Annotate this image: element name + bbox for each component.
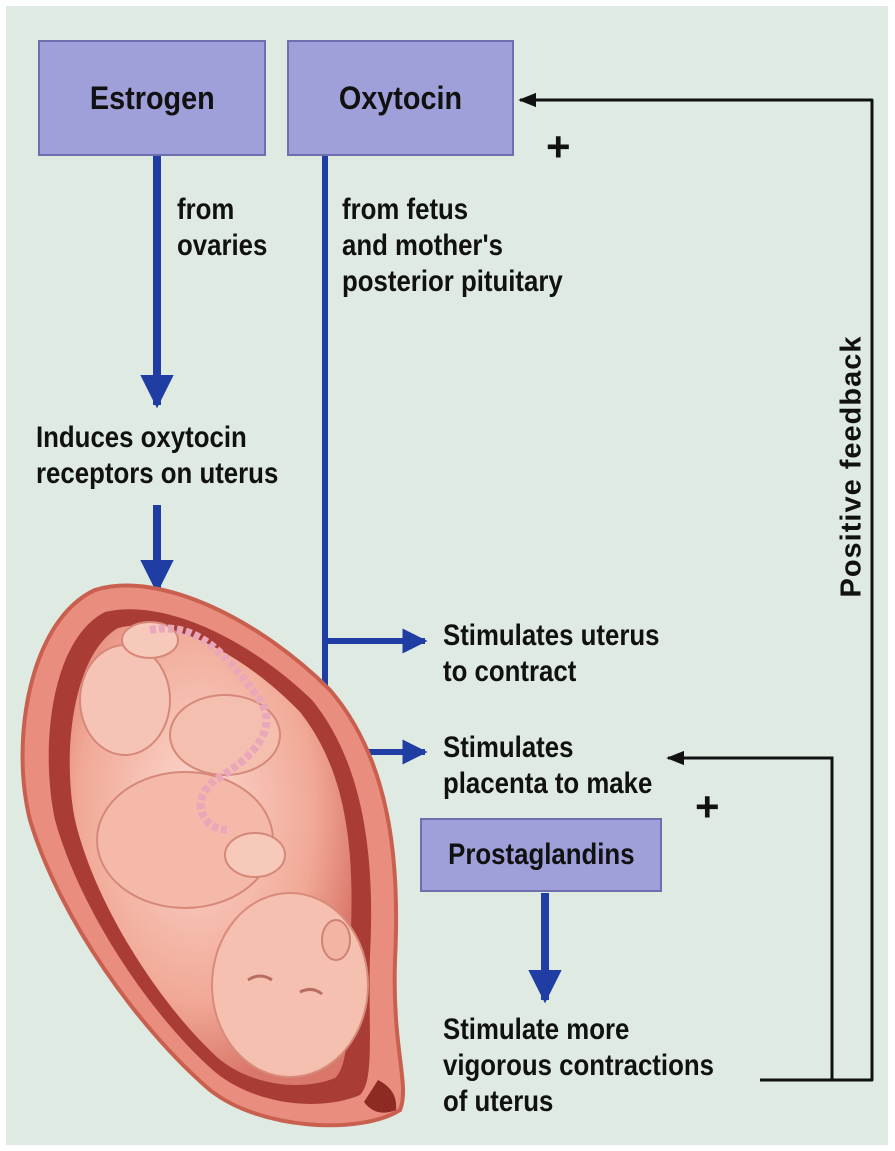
oxytocin-box: Oxytocin bbox=[287, 40, 514, 156]
stimulates-placenta-text: Stimulates placenta to make bbox=[443, 730, 652, 802]
plus-sign-placenta: + bbox=[695, 786, 720, 828]
stimulates-uterus-text: Stimulates uterus to contract bbox=[443, 618, 659, 690]
plus-sign-oxytocin: + bbox=[546, 126, 571, 168]
positive-feedback-label: Positive feedback bbox=[836, 267, 869, 667]
induces-receptors-text: Induces oxytocin receptors on uterus bbox=[36, 420, 278, 492]
estrogen-box: Estrogen bbox=[38, 40, 266, 156]
from-fetus-text: from fetus and mother's posterior pituit… bbox=[342, 192, 563, 300]
prostaglandins-label: Prostaglandins bbox=[448, 838, 634, 872]
from-ovaries-text: from ovaries bbox=[177, 192, 267, 264]
oxytocin-label: Oxytocin bbox=[339, 80, 462, 117]
uterus-fetus-illustration bbox=[23, 586, 403, 1126]
estrogen-label: Estrogen bbox=[90, 80, 215, 117]
stimulate-more-text: Stimulate more vigorous contractions of … bbox=[443, 1012, 714, 1120]
positive-feedback-loop-arrow bbox=[520, 100, 872, 1080]
prostaglandins-box: Prostaglandins bbox=[420, 818, 662, 892]
